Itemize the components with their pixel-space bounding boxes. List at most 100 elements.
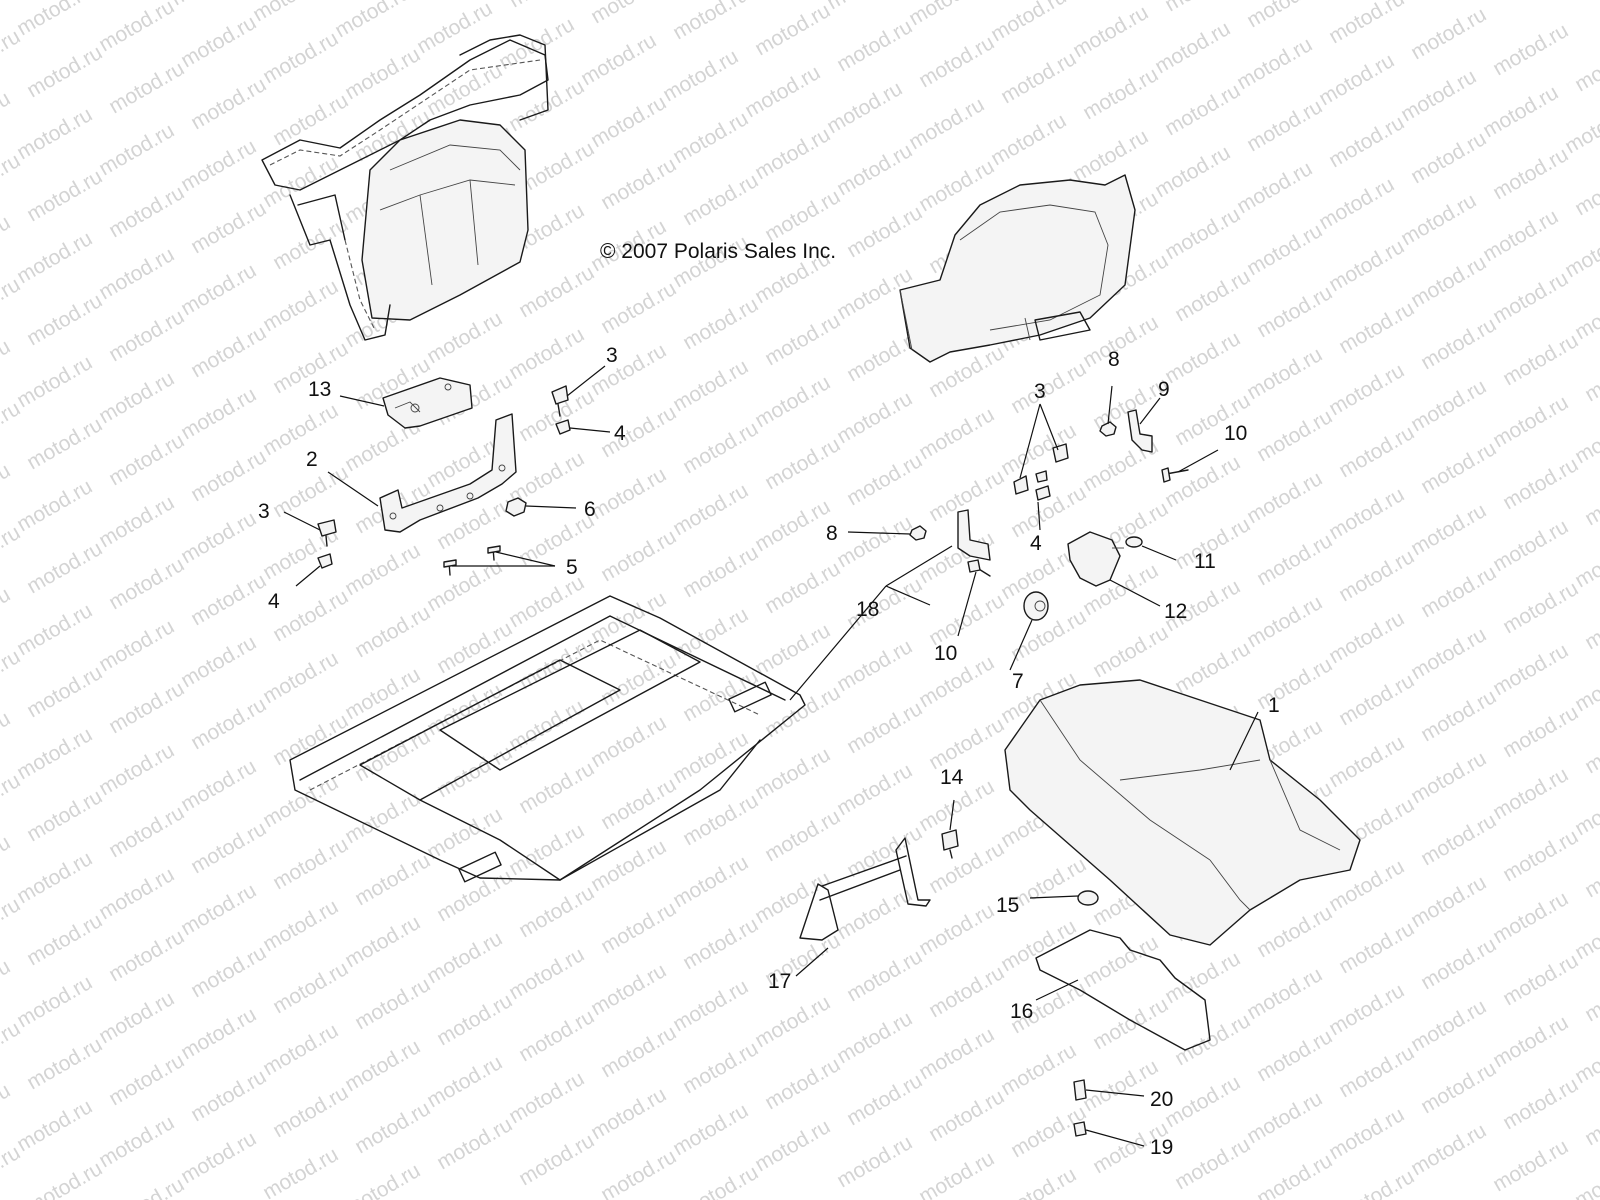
watermark-text: motod.ru [423,927,506,988]
watermark-text: motod.ru [915,403,998,464]
watermark-text: motod.ru [23,41,106,102]
watermark-text: motod.ru [1007,853,1090,914]
watermark-text: motod.ru [1581,469,1600,530]
watermark-text: motod.ru [1417,437,1500,498]
watermark-text: motod.ru [0,583,14,644]
watermark-text: motod.ru [997,1039,1080,1100]
watermark-text: motod.ru [1417,809,1500,870]
watermark-text: motod.ru [105,553,188,614]
watermark-text: motod.ru [331,0,414,42]
watermark-text: motod.ru [105,181,188,242]
watermark-text: motod.ru [505,571,588,632]
watermark-text: motod.ru [751,867,834,928]
watermark-text: motod.ru [177,11,260,72]
watermark-text: motod.ru [1489,143,1572,204]
watermark-text: motod.ru [1243,0,1326,32]
watermark-text: motod.ru [177,879,260,940]
watermark-text: motod.ru [679,1037,762,1098]
callout-4c: 4 [268,590,280,613]
watermark-text: motod.ru [1571,1027,1600,1088]
watermark-text: motod.ru [1407,623,1490,684]
watermark-text: motod.ru [1243,95,1326,156]
callout-6: 6 [584,498,596,521]
watermark-text: motod.ru [679,417,762,478]
watermark-text: motod.ru [1581,593,1600,654]
watermark-text: motod.ru [105,1049,188,1110]
watermark-text: motod.ru [761,309,844,370]
watermark-text: motod.ru [597,153,680,214]
watermark-text: motod.ru [105,429,188,490]
watermark-text: motod.ru [13,723,96,784]
watermark-text: motod.ru [597,525,680,586]
watermark-text: motod.ru [905,93,988,154]
callout-2: 2 [306,448,318,471]
watermark-text: motod.ru [1499,825,1582,886]
watermark-text: motod.ru [23,413,106,474]
watermark-text: motod.ru [23,1157,106,1200]
watermark-text: motod.ru [259,27,342,88]
watermark-text: motod.ru [423,1051,506,1112]
watermark-text: motod.ru [259,399,342,460]
watermark-text: motod.ru [341,1035,424,1096]
watermark-text: motod.ru [1489,887,1572,948]
callout-20: 20 [1150,1088,1173,1111]
watermark-text: motod.ru [1407,127,1490,188]
watermark-text: motod.ru [13,599,96,660]
watermark-text: motod.ru [761,433,844,494]
watermark-text: motod.ru [0,335,14,396]
watermark-text: motod.ru [1161,451,1244,512]
seat-bracket-part-17 [799,837,931,941]
watermark-text: motod.ru [1243,591,1326,652]
watermark-text: motod.ru [95,615,178,676]
watermark-text: motod.ru [1325,0,1408,48]
watermark-text: motod.ru [1253,1149,1336,1200]
watermark-text: motod.ru [1325,731,1408,792]
watermark-text: motod.ru [925,837,1008,898]
watermark-text: motod.ru [751,619,834,680]
callout-labels: © 2007 Polaris Sales Inc. 1 2 3 3 3 4 4 … [258,240,1280,1159]
watermark-text: motod.ru [833,1007,916,1068]
watermark-text: motod.ru [915,1147,998,1200]
watermark-text: motod.ru [751,743,834,804]
watermark-text: motod.ru [1243,1087,1326,1148]
watermark-text: motod.ru [1233,157,1316,218]
watermark-text: motod.ru [833,759,916,820]
watermark-text: motod.ru [1499,329,1582,390]
watermark-text: motod.ru [1571,159,1600,220]
watermark-text: motod.ru [679,665,762,726]
watermark-text: motod.ru [23,289,106,350]
watermark-text: motod.ru [843,449,926,510]
seat-base-frame [289,595,806,883]
callout-16: 16 [1010,1000,1033,1023]
watermark-text: motod.ru [95,367,178,428]
watermark-text: motod.ru [259,151,342,212]
watermark-text: motod.ru [597,1145,680,1200]
watermark-text: motod.ru [587,711,670,772]
watermark-text: motod.ru [23,785,106,846]
watermark-text: motod.ru [177,507,260,568]
watermark-text: motod.ru [679,789,762,850]
callout-17: 17 [768,970,791,993]
watermark-text: motod.ru [341,43,424,104]
watermark-text: motod.ru [905,0,988,30]
watermark-text: motod.ru [823,77,906,138]
watermark-text: motod.ru [259,275,342,336]
watermark-text: motod.ru [1571,531,1600,592]
watermark-text: motod.ru [1315,49,1398,110]
watermark-text: motod.ru [515,633,598,694]
watermark-text: motod.ru [833,635,916,696]
callout-18: 18 [856,598,879,621]
watermark-text: motod.ru [187,197,270,258]
callout-3a: 3 [606,344,618,367]
watermark-text: motod.ru [13,475,96,536]
watermark-text: motod.ru [1489,763,1572,824]
watermark-text: motod.ru [1253,901,1336,962]
watermark-text: motod.ru [1571,903,1600,964]
watermark-text: motod.ru [23,1033,106,1094]
watermark-text: motod.ru [23,909,106,970]
watermark-text: motod.ru [1335,1041,1418,1102]
watermark-text: motod.ru [351,849,434,910]
watermark-text: motod.ru [1561,221,1600,282]
watermark-text: motod.ru [187,1065,270,1126]
